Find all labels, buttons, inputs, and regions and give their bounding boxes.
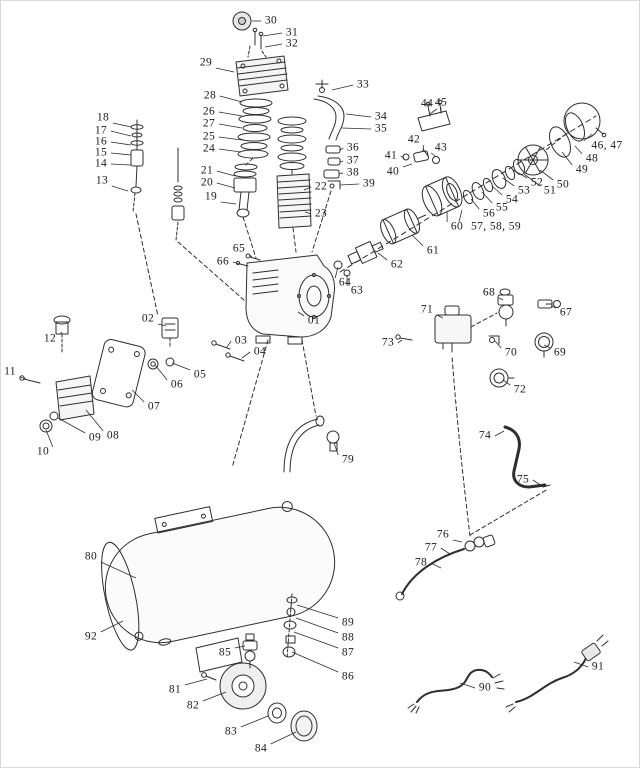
part-label-70: 70 <box>504 346 518 359</box>
part-label-18: 18 <box>96 111 110 124</box>
part-label-29: 29 <box>199 56 213 69</box>
part-label-33: 33 <box>356 78 370 91</box>
part-label-65: 65 <box>232 242 246 255</box>
part-label-16: 16 <box>94 135 108 148</box>
part-label-82: 82 <box>186 699 200 712</box>
part-label-17: 17 <box>94 124 108 137</box>
part-label-88: 88 <box>341 631 355 644</box>
part-label-63: 63 <box>350 284 364 297</box>
part-label-53: 53 <box>517 184 531 197</box>
part-label-77: 77 <box>424 541 438 554</box>
part-label-02: 02 <box>141 312 155 325</box>
part-label-35: 35 <box>374 122 388 135</box>
part-label-84: 84 <box>254 742 268 755</box>
part-label-81: 81 <box>168 683 182 696</box>
part-label-01: 01 <box>307 314 321 327</box>
part-label-52: 52 <box>530 176 544 189</box>
part-label-21: 21 <box>200 164 214 177</box>
part-label-79: 79 <box>341 453 355 466</box>
part-label-49: 49 <box>575 163 589 176</box>
part-label-30: 30 <box>264 14 278 27</box>
part-label-50: 50 <box>556 178 570 191</box>
part-label-76: 76 <box>436 528 450 541</box>
part-label-92: 92 <box>84 630 98 643</box>
part-label-25: 25 <box>202 130 216 143</box>
part-label-48: 48 <box>585 152 599 165</box>
part-label-73: 73 <box>381 336 395 349</box>
part-label-11: 11 <box>4 365 16 378</box>
part-label-75: 75 <box>516 473 530 486</box>
part-label-14: 14 <box>94 157 108 170</box>
part-label-32: 32 <box>285 37 299 50</box>
part-label-54: 54 <box>505 193 519 206</box>
part-label-34: 34 <box>374 110 388 123</box>
part-label-66: 66 <box>216 255 230 268</box>
part-label-56: 56 <box>482 207 496 220</box>
part-label-80: 80 <box>84 550 98 563</box>
part-label-45: 45 <box>434 96 448 109</box>
part-label-36: 36 <box>346 141 360 154</box>
part-label-71: 71 <box>420 303 434 316</box>
part-label-19: 19 <box>204 190 218 203</box>
part-label-55: 55 <box>495 201 509 214</box>
part-label-61: 61 <box>426 244 440 257</box>
part-label-04: 04 <box>253 345 267 358</box>
part-label-60: 60 <box>450 220 464 233</box>
part-label-74: 74 <box>478 429 492 442</box>
part-label-24: 24 <box>202 142 216 155</box>
part-label-40: 40 <box>386 165 400 178</box>
part-label-37: 37 <box>346 154 360 167</box>
part-label-91: 91 <box>591 660 605 673</box>
part-label-20: 20 <box>200 176 214 189</box>
part-label-27: 27 <box>202 117 216 130</box>
part-label-12: 12 <box>43 332 57 345</box>
part-label-26: 26 <box>202 105 216 118</box>
part-label-23: 23 <box>314 207 328 220</box>
part-label-08: 08 <box>106 429 120 442</box>
part-label-07: 07 <box>147 400 161 413</box>
part-label-78: 78 <box>414 556 428 569</box>
part-label-64: 64 <box>338 276 352 289</box>
part-label-10: 10 <box>36 445 50 458</box>
part-label-51: 51 <box>543 184 557 197</box>
part-label-46-47: 46, 47 <box>591 139 623 152</box>
part-label-90: 90 <box>478 681 492 694</box>
part-label-39: 39 <box>362 177 376 190</box>
part-label-42: 42 <box>407 133 421 146</box>
part-label-05: 05 <box>193 368 207 381</box>
part-label-09: 09 <box>88 431 102 444</box>
part-label-68: 68 <box>482 286 496 299</box>
part-label-06: 06 <box>170 378 184 391</box>
part-label-57-58-59: 57, 58, 59 <box>471 220 521 233</box>
part-label-87: 87 <box>341 646 355 659</box>
part-label-67: 67 <box>559 306 573 319</box>
part-label-62: 62 <box>390 258 404 271</box>
part-label-69: 69 <box>553 346 567 359</box>
part-label-22: 22 <box>314 180 328 193</box>
part-label-85: 85 <box>218 646 232 659</box>
part-label-31: 31 <box>285 26 299 39</box>
part-label-38: 38 <box>346 166 360 179</box>
part-label-03: 03 <box>234 334 248 347</box>
part-label-43: 43 <box>434 141 448 154</box>
part-label-86: 86 <box>341 670 355 683</box>
part-label-15: 15 <box>94 146 108 159</box>
part-label-72: 72 <box>513 383 527 396</box>
part-label-83: 83 <box>224 725 238 738</box>
part-label-44: 44 <box>420 97 434 110</box>
part-label-13: 13 <box>95 174 109 187</box>
part-label-41: 41 <box>384 149 398 162</box>
part-label-28: 28 <box>203 89 217 102</box>
part-label-89: 89 <box>341 616 355 629</box>
